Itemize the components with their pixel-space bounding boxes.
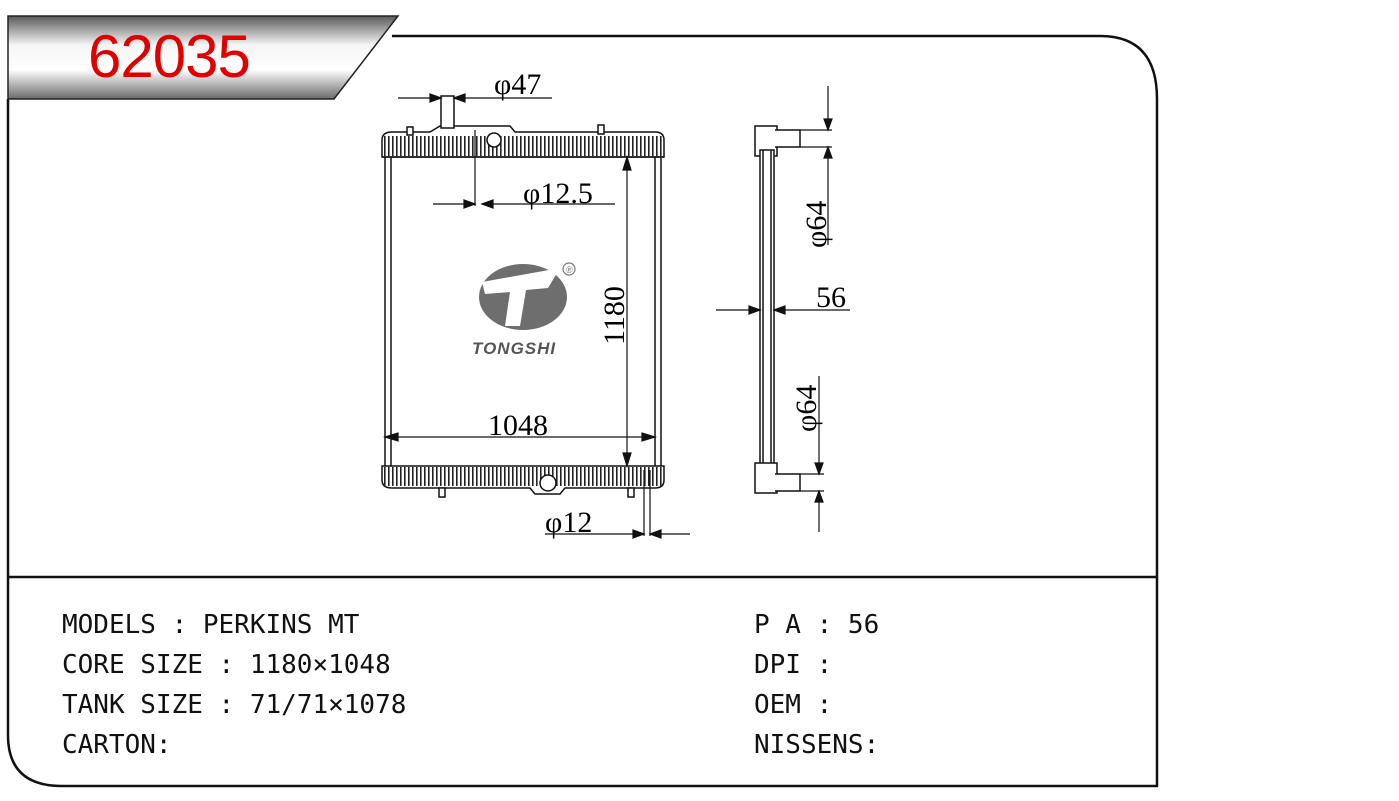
dim-width: 1048	[488, 409, 548, 442]
frame-border	[6, 34, 1159, 788]
part-number: 62035	[88, 23, 251, 90]
spec-dpi: DPI :	[754, 650, 833, 680]
dim-inlet-diameter: φ47	[494, 68, 541, 101]
registered-mark: ®	[566, 265, 573, 275]
side-dimensions	[716, 86, 850, 532]
dim-height: 1180	[598, 286, 631, 345]
spec-nissens: NISSENS:	[754, 730, 880, 760]
dim-side-top-pipe: φ64	[800, 201, 833, 248]
spec-carton: CARTON:	[62, 730, 172, 760]
spec-oem: OEM :	[754, 690, 833, 720]
spec-models: MODELS : PERKINS MT	[62, 610, 360, 640]
spec-pa: P A : 56	[754, 610, 880, 640]
dim-drain-diameter: φ12	[545, 506, 592, 539]
front-dimensions	[382, 93, 690, 539]
spec-tank-size: TANK SIZE : 71/71×1078	[62, 690, 407, 720]
dim-vent-diameter: φ12.5	[523, 177, 593, 210]
brand-logo: ® TONGSHI	[472, 262, 576, 358]
radiator-front-view	[381, 95, 665, 498]
part-tab-shape	[7, 15, 400, 100]
spec-core-size: CORE SIZE : 1180×1048	[62, 650, 391, 680]
brand-text: TONGSHI	[472, 339, 556, 358]
dim-side-bottom-pipe: φ64	[790, 385, 823, 432]
dim-core-thickness: 56	[816, 281, 846, 314]
